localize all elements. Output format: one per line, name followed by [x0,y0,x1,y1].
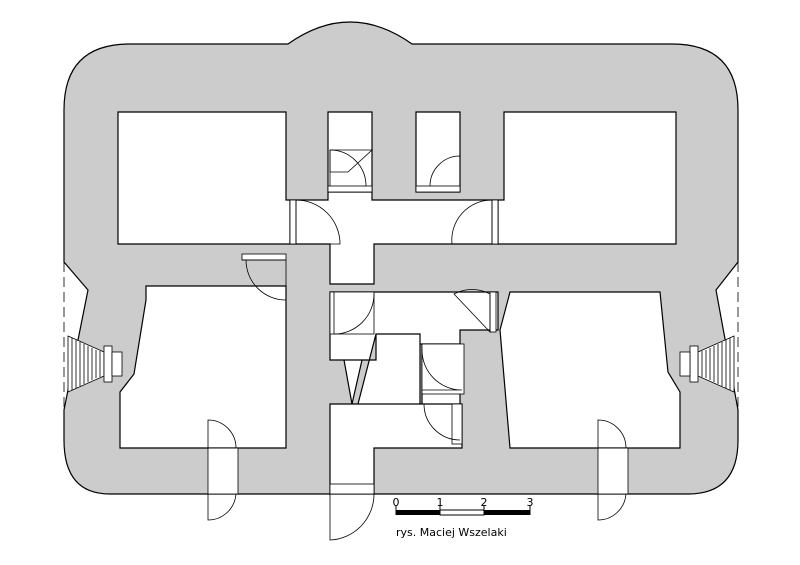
door-vestibule-a [421,343,465,395]
door-closet-left [327,149,374,193]
scale-segment-1 [396,510,440,515]
wall-mass [63,21,739,495]
door-exterior-left [207,419,239,521]
scale-bar: 0 1 2 3 [393,496,534,516]
door-vestibule-b [423,403,463,445]
door-corridor-right [451,199,499,245]
door-lower-corridor-left [329,291,375,335]
embrasure-right [679,262,739,440]
door-lower-corridor-right [453,289,497,334]
door-exterior-right [597,419,629,521]
scale-tick-3: 3 [527,496,534,509]
scale-segment-2 [439,509,485,516]
scale-tick-0: 0 [393,496,400,509]
embrasure-left [63,262,123,440]
door-corridor-left [289,199,341,245]
scale-segment-3 [484,510,530,515]
scale-tick-2: 2 [481,496,488,509]
doors [207,149,629,541]
drawing-credit: rys. Maciej Wszelaki [396,526,507,539]
scale-tick-1: 1 [437,496,444,509]
door-main-entrance [329,483,375,541]
door-lower-left-room [241,253,287,301]
door-closet-right [415,155,461,193]
